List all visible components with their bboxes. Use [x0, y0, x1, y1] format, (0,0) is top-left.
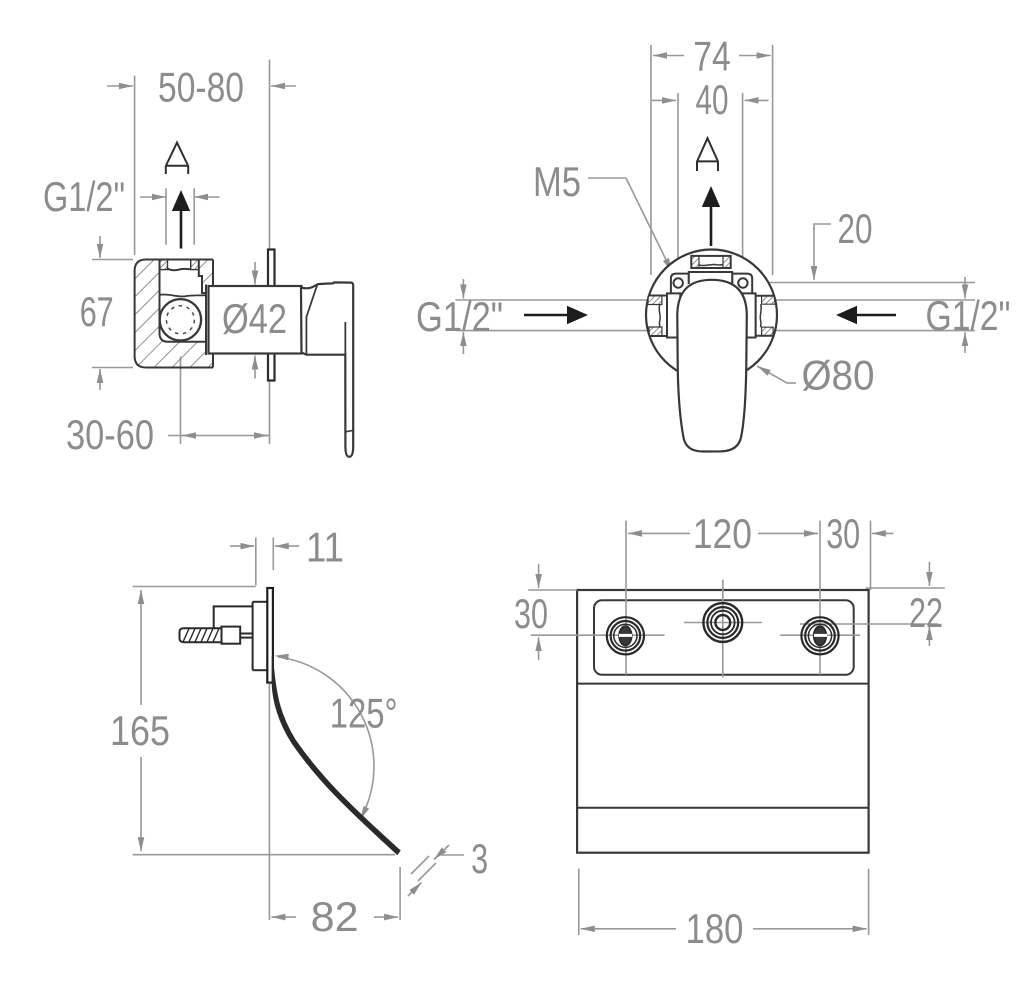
svg-text:30-60: 30-60: [66, 411, 154, 458]
svg-text:82: 82: [311, 893, 359, 940]
svg-text:22: 22: [909, 589, 943, 636]
svg-text:125°: 125°: [330, 690, 398, 737]
svg-text:50-80: 50-80: [158, 64, 244, 111]
svg-text:74: 74: [693, 33, 731, 80]
svg-text:M5: M5: [533, 158, 581, 205]
svg-text:40: 40: [696, 76, 729, 123]
svg-text:Ø42: Ø42: [222, 295, 287, 342]
svg-text:120: 120: [693, 510, 752, 557]
svg-text:180: 180: [686, 905, 744, 952]
svg-text:G1/2": G1/2": [43, 173, 125, 220]
svg-text:67: 67: [80, 288, 114, 335]
svg-text:165: 165: [110, 707, 170, 754]
svg-text:20: 20: [838, 205, 873, 252]
svg-text:G1/2": G1/2": [926, 292, 1011, 339]
svg-text:11: 11: [306, 524, 344, 571]
svg-text:30: 30: [514, 590, 548, 637]
svg-text:30: 30: [826, 510, 860, 557]
svg-text:Ø80: Ø80: [802, 352, 875, 399]
svg-text:3: 3: [471, 835, 488, 882]
svg-text:G1/2": G1/2": [416, 293, 503, 340]
